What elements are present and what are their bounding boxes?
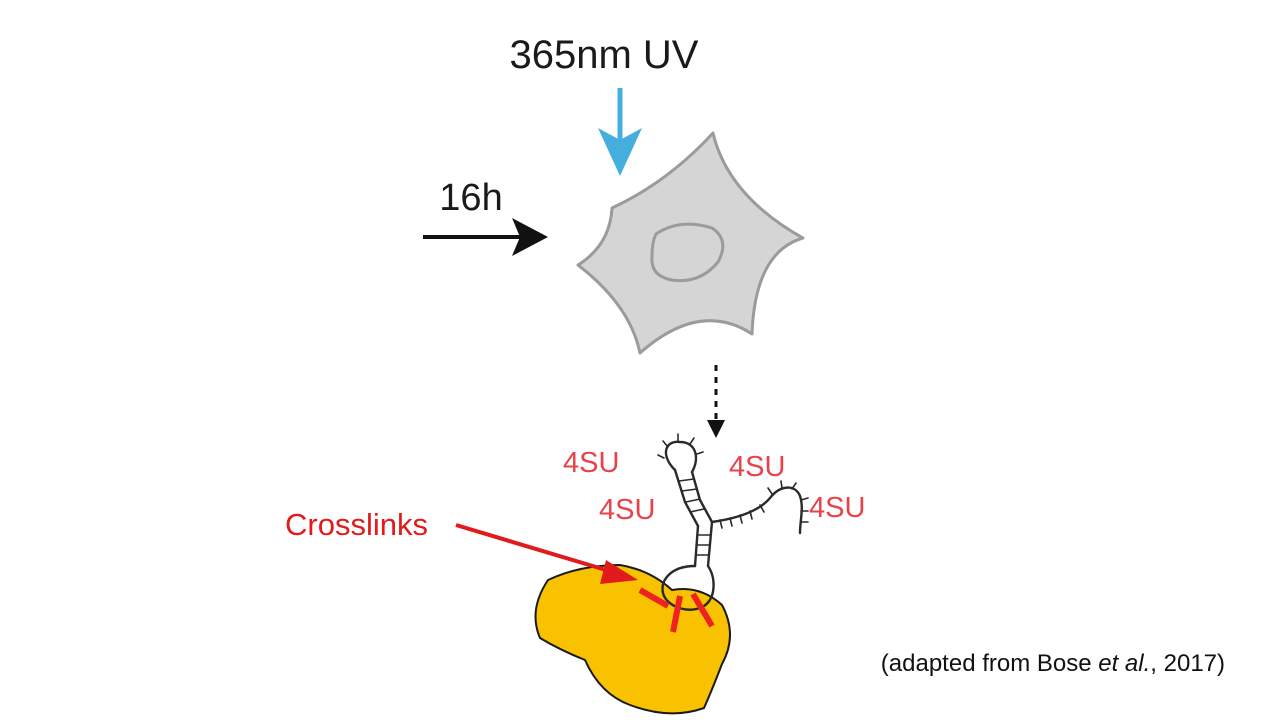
- citation-prefix: (adapted from Bose: [880, 650, 1099, 677]
- uv-label: 365nm UV: [510, 33, 699, 77]
- incubation-arrow: [423, 218, 548, 256]
- crosslink-marks: [638, 587, 715, 633]
- cell: [576, 131, 805, 355]
- rna-structure: [657, 433, 809, 611]
- su-label: 4SU: [729, 451, 785, 483]
- crosslinks-arrow: [455, 523, 638, 584]
- citation-suffix: , 2017): [1150, 650, 1225, 677]
- su-label: 4SU: [809, 492, 865, 524]
- su-label: 4SU: [599, 494, 655, 526]
- time-label: 16h: [439, 177, 502, 219]
- crosslink-mark: [638, 587, 670, 609]
- dashed-arrow: [707, 365, 725, 438]
- crosslinks-label: Crosslinks: [285, 507, 428, 542]
- crosslink-mark: [670, 595, 683, 633]
- protein-blob: [534, 563, 731, 715]
- crosslink-mark: [690, 592, 715, 628]
- citation: (adapted from Bose et al., 2017): [881, 650, 1225, 678]
- nucleus: [650, 222, 725, 283]
- uv-arrow: [598, 88, 642, 176]
- citation-italic: et al.: [1098, 650, 1151, 677]
- su-label: 4SU: [563, 447, 619, 479]
